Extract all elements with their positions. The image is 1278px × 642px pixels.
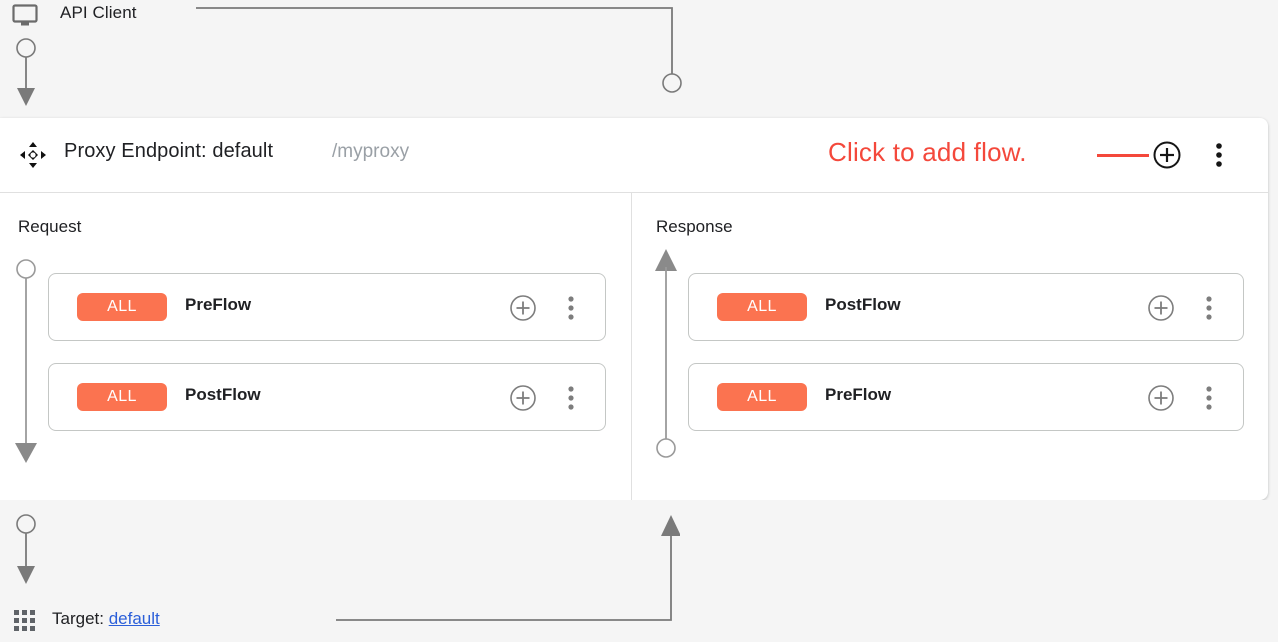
flow-condition-badge: ALL [77, 293, 167, 321]
api-client-row: API Client [0, 0, 1278, 118]
kebab-menu-icon[interactable] [561, 383, 581, 413]
target-endpoint-link[interactable]: default [108, 609, 160, 628]
monitor-icon [12, 4, 38, 28]
flow-card[interactable]: ALL PreFlow [48, 273, 606, 341]
apps-grid-icon [14, 610, 36, 632]
client-request-connector [16, 38, 36, 106]
flow-condition-badge: ALL [717, 383, 807, 411]
kebab-menu-icon[interactable] [1208, 140, 1230, 170]
add-step-button[interactable] [509, 294, 537, 322]
flow-card[interactable]: ALL PreFlow [688, 363, 1244, 431]
flow-name: PostFlow [825, 295, 901, 314]
target-label: Target: default [52, 609, 160, 629]
flow-card[interactable]: ALL PostFlow [48, 363, 606, 431]
flow-card[interactable]: ALL PostFlow [688, 273, 1244, 341]
kebab-menu-icon[interactable] [1199, 383, 1219, 413]
flow-name: PreFlow [825, 385, 892, 404]
page-title: Proxy Endpoint: default [64, 140, 274, 162]
target-response-connector [336, 515, 680, 621]
add-flow-annotation: Click to add flow. [828, 137, 1027, 167]
add-step-button[interactable] [1147, 384, 1175, 412]
column-divider [631, 193, 632, 500]
request-flow-arrow [15, 259, 37, 463]
move-handle-icon[interactable] [20, 142, 46, 168]
flow-condition-badge: ALL [77, 383, 167, 411]
response-column: Response ALL PostFlow [632, 193, 1268, 500]
proxy-base-path: /myproxy [332, 141, 410, 162]
request-column: Request ALL PreFlow [0, 193, 631, 500]
kebab-menu-icon[interactable] [561, 293, 581, 323]
flow-columns: Request ALL PreFlow [0, 193, 1268, 500]
flow-name: PostFlow [185, 385, 261, 404]
annotation-pointer-line [1097, 154, 1149, 157]
api-client-label: API Client [60, 3, 137, 22]
response-column-title: Response [656, 217, 733, 236]
request-column-title: Request [18, 217, 82, 236]
proxy-endpoint-panel: Proxy Endpoint: default /myproxy Click t… [0, 118, 1268, 500]
response-flow-arrow [655, 249, 677, 458]
kebab-menu-icon[interactable] [1199, 293, 1219, 323]
response-flow-list: ALL PostFlow [688, 273, 1244, 453]
flow-condition-badge: ALL [717, 293, 807, 321]
request-flow-list: ALL PreFlow [48, 273, 606, 453]
add-flow-button[interactable] [1152, 140, 1182, 170]
flow-name: PreFlow [185, 295, 252, 314]
client-response-connector [196, 7, 682, 93]
target-request-connector [16, 514, 36, 584]
target-label-text: Target: [52, 609, 109, 628]
add-step-button[interactable] [1147, 294, 1175, 322]
proxy-endpoint-header: Proxy Endpoint: default /myproxy Click t… [0, 118, 1268, 193]
add-step-button[interactable] [509, 384, 537, 412]
target-row: Target: default [0, 500, 1278, 642]
